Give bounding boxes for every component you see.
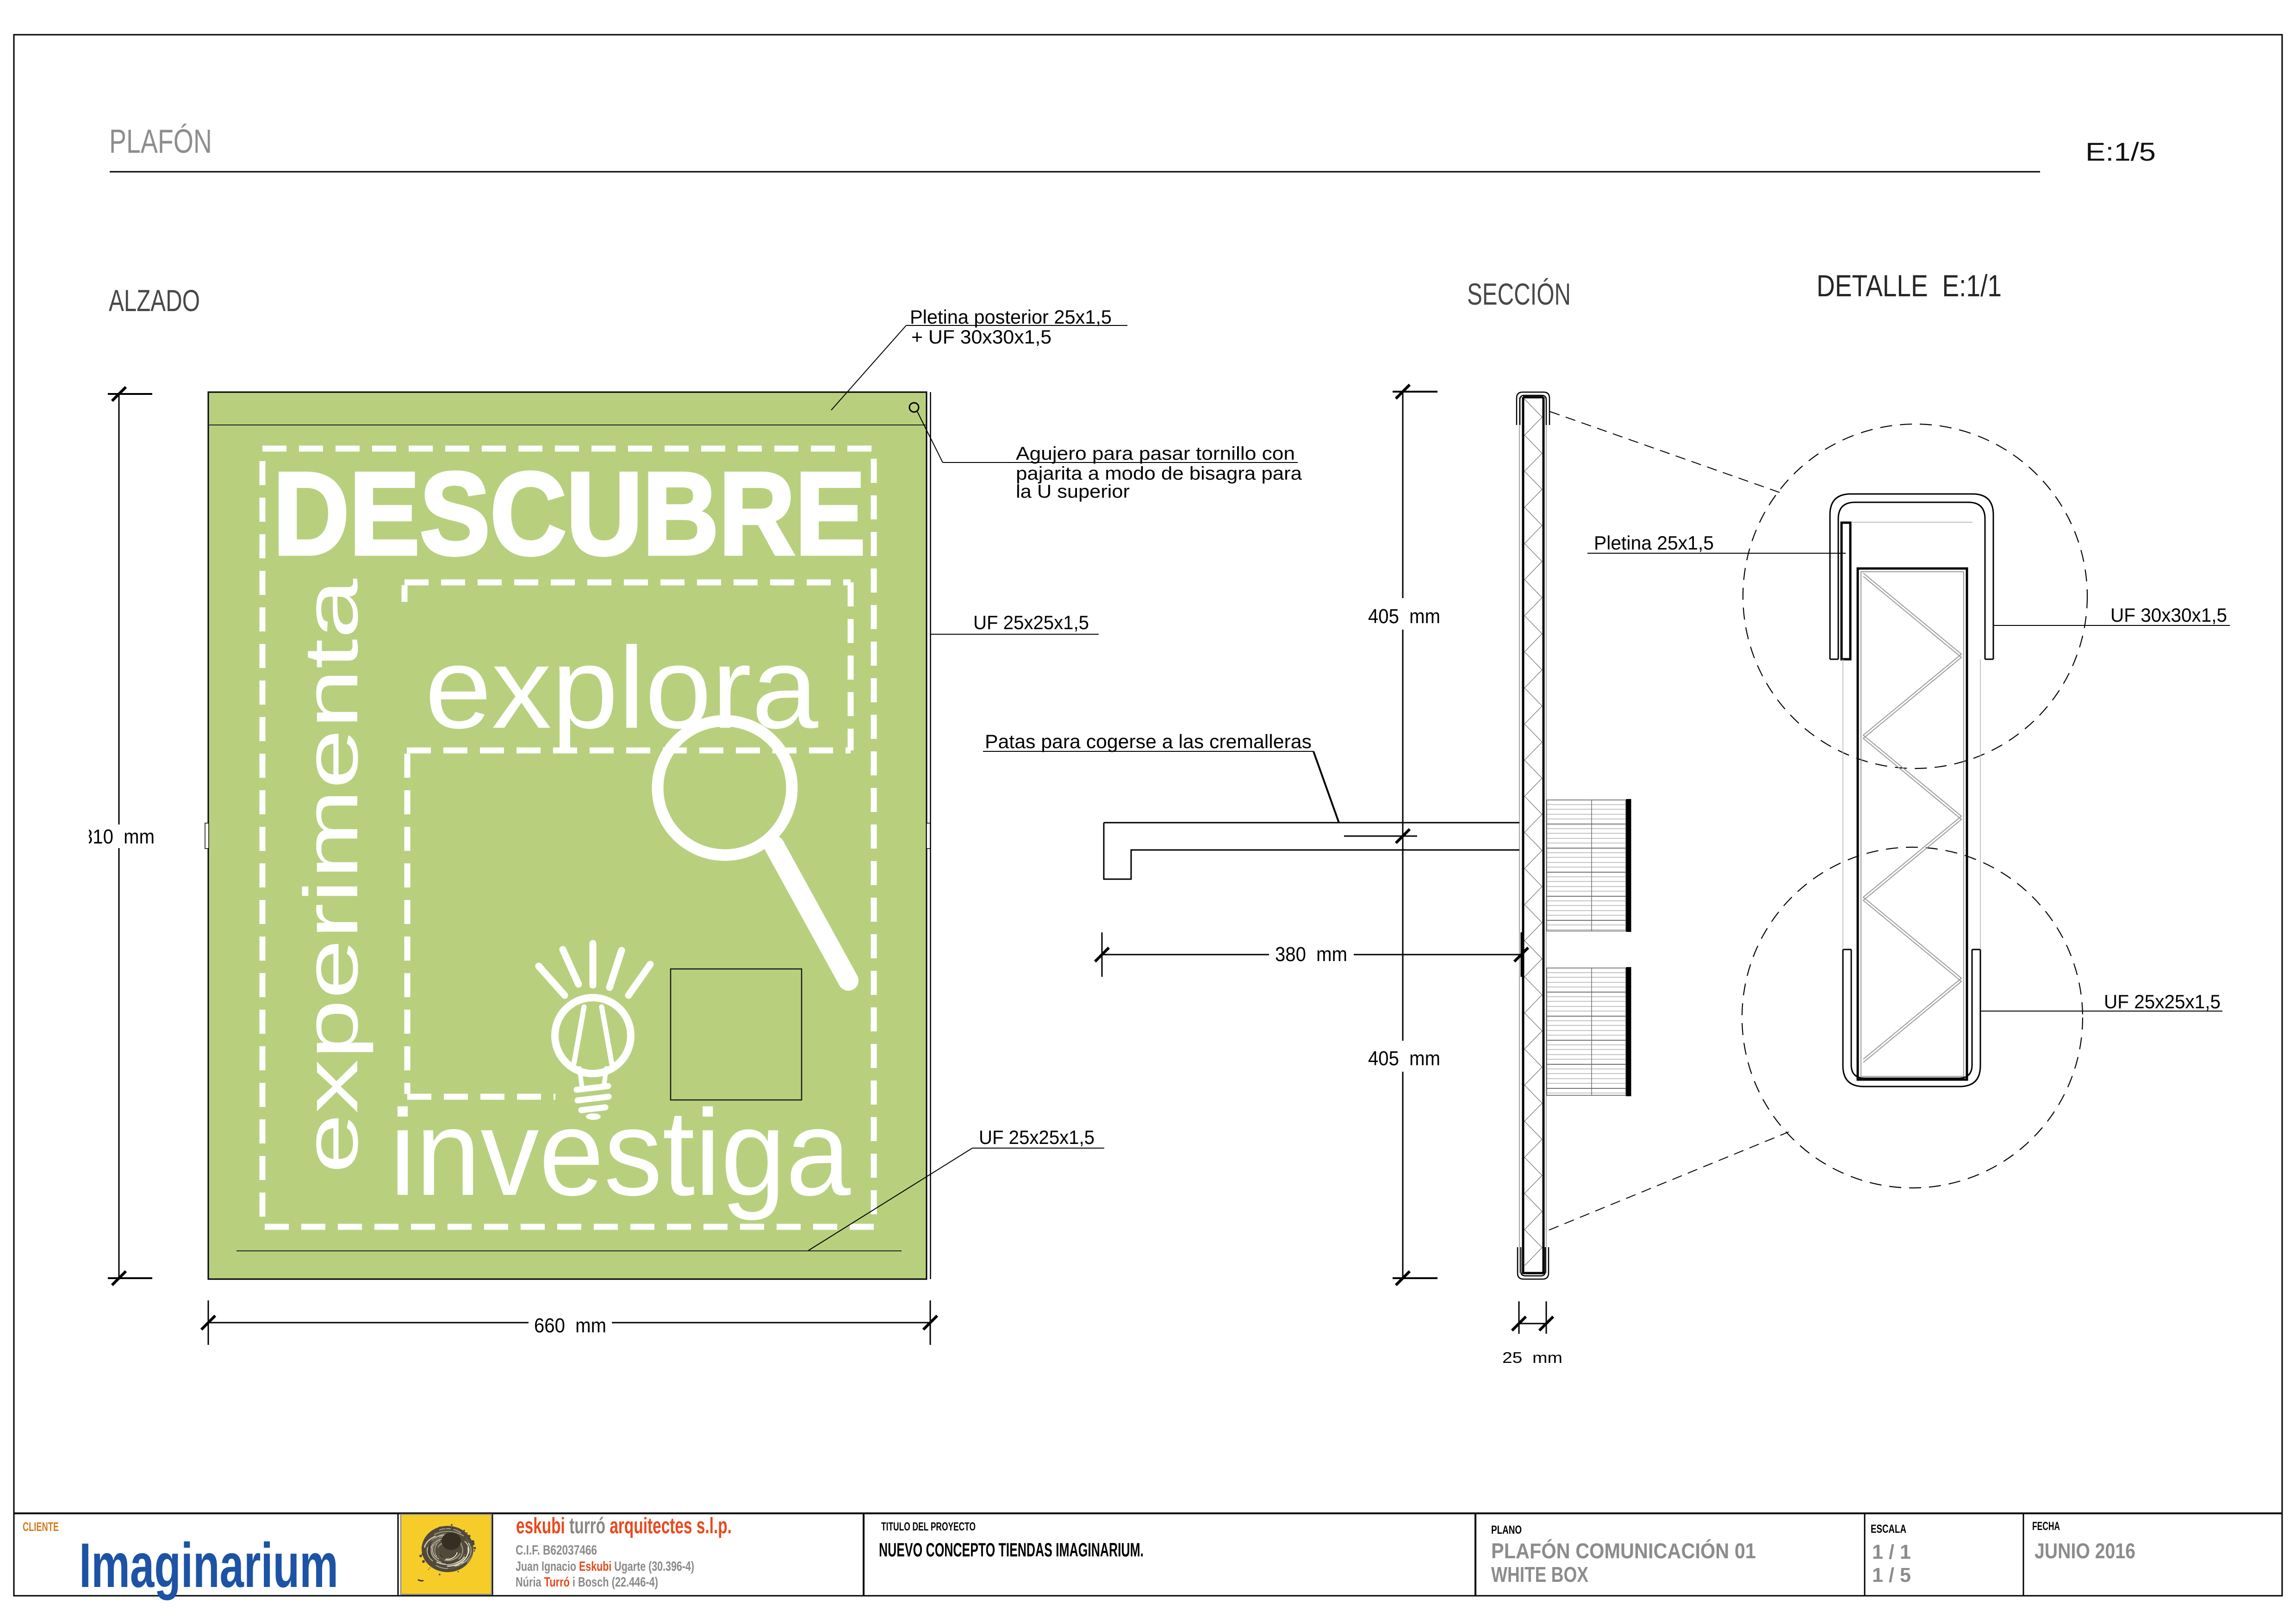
svg-text:ESCALA: ESCALA [1871, 1523, 1906, 1536]
svg-text:PLANO: PLANO [1491, 1524, 1522, 1537]
svg-text:PLAFÓN: PLAFÓN [109, 123, 212, 160]
svg-text:+ UF 30x30x1,5: + UF 30x30x1,5 [911, 326, 1052, 348]
svg-text:Núria Turró i Bosch (22.446-4): Núria Turró i Bosch (22.446-4) [516, 1575, 658, 1590]
svg-text:380 mm: 380 mm [1275, 943, 1347, 966]
svg-text:CLIENTE: CLIENTE [23, 1520, 59, 1534]
svg-text:1 / 5: 1 / 5 [1872, 1564, 1911, 1587]
svg-text:pajarita a modo de bisagra par: pajarita a modo de bisagra para [1016, 463, 1302, 484]
svg-text:E:1/5: E:1/5 [2085, 137, 2156, 166]
svg-text:405 mm: 405 mm [1368, 605, 1440, 628]
svg-text:UF 25x25x1,5: UF 25x25x1,5 [979, 1126, 1095, 1148]
svg-text:C.I.F. B62037466: C.I.F. B62037466 [516, 1543, 597, 1558]
svg-text:la U superior: la U superior [1016, 481, 1130, 502]
svg-text:Imaginarium: Imaginarium [79, 1530, 338, 1600]
svg-text:660 mm: 660 mm [534, 1314, 606, 1337]
svg-text:810 mm: 810 mm [82, 825, 155, 848]
svg-text:investiga: investiga [390, 1084, 852, 1222]
svg-text:25 mm: 25 mm [1502, 1349, 1562, 1366]
svg-text:Pletina posterior 25x1,5: Pletina posterior 25x1,5 [910, 306, 1112, 328]
svg-text:UF 30x30x1,5: UF 30x30x1,5 [2110, 604, 2227, 626]
svg-text:NUEVO CONCEPTO TIENDAS IMAGINA: NUEVO CONCEPTO TIENDAS IMAGINARIUM. [879, 1539, 1144, 1561]
svg-text:Juan Ignacio Eskubi Ugarte (30: Juan Ignacio Eskubi Ugarte (30.396-4) [516, 1559, 694, 1574]
svg-text:Agujero para pasar tornillo co: Agujero para pasar tornillo con [1016, 443, 1295, 464]
svg-text:UF 25x25x1,5: UF 25x25x1,5 [2104, 991, 2221, 1012]
svg-text:1 / 1: 1 / 1 [1872, 1541, 1911, 1563]
svg-text:WHITE BOX: WHITE BOX [1491, 1562, 1588, 1587]
svg-text:UF 25x25x1,5: UF 25x25x1,5 [973, 612, 1089, 633]
svg-text:experimenta: experimenta [288, 579, 373, 1174]
svg-text:TITULO DEL PROYECTO: TITULO DEL PROYECTO [881, 1520, 976, 1533]
svg-text:JUNIO 2016: JUNIO 2016 [2035, 1539, 2135, 1563]
svg-text:SECCIÓN: SECCIÓN [1467, 277, 1571, 311]
svg-text:Pletina 25x1,5: Pletina 25x1,5 [1594, 532, 1714, 554]
svg-text:405 mm: 405 mm [1368, 1047, 1440, 1070]
svg-text:FECHA: FECHA [2032, 1520, 2060, 1533]
svg-text:Patas para cogerse a las crema: Patas para cogerse a las cremalleras [985, 731, 1312, 752]
svg-text:DETALLE E:1/1: DETALLE E:1/1 [1817, 269, 2002, 303]
svg-text:PLAFÓN COMUNICACIÓN 01: PLAFÓN COMUNICACIÓN 01 [1491, 1539, 1756, 1563]
svg-text:ALZADO: ALZADO [109, 283, 200, 318]
svg-text:eskubi turró arquitectes s.l.p: eskubi turró arquitectes s.l.p. [516, 1514, 732, 1538]
svg-text:DESCUBRE: DESCUBRE [273, 448, 865, 579]
